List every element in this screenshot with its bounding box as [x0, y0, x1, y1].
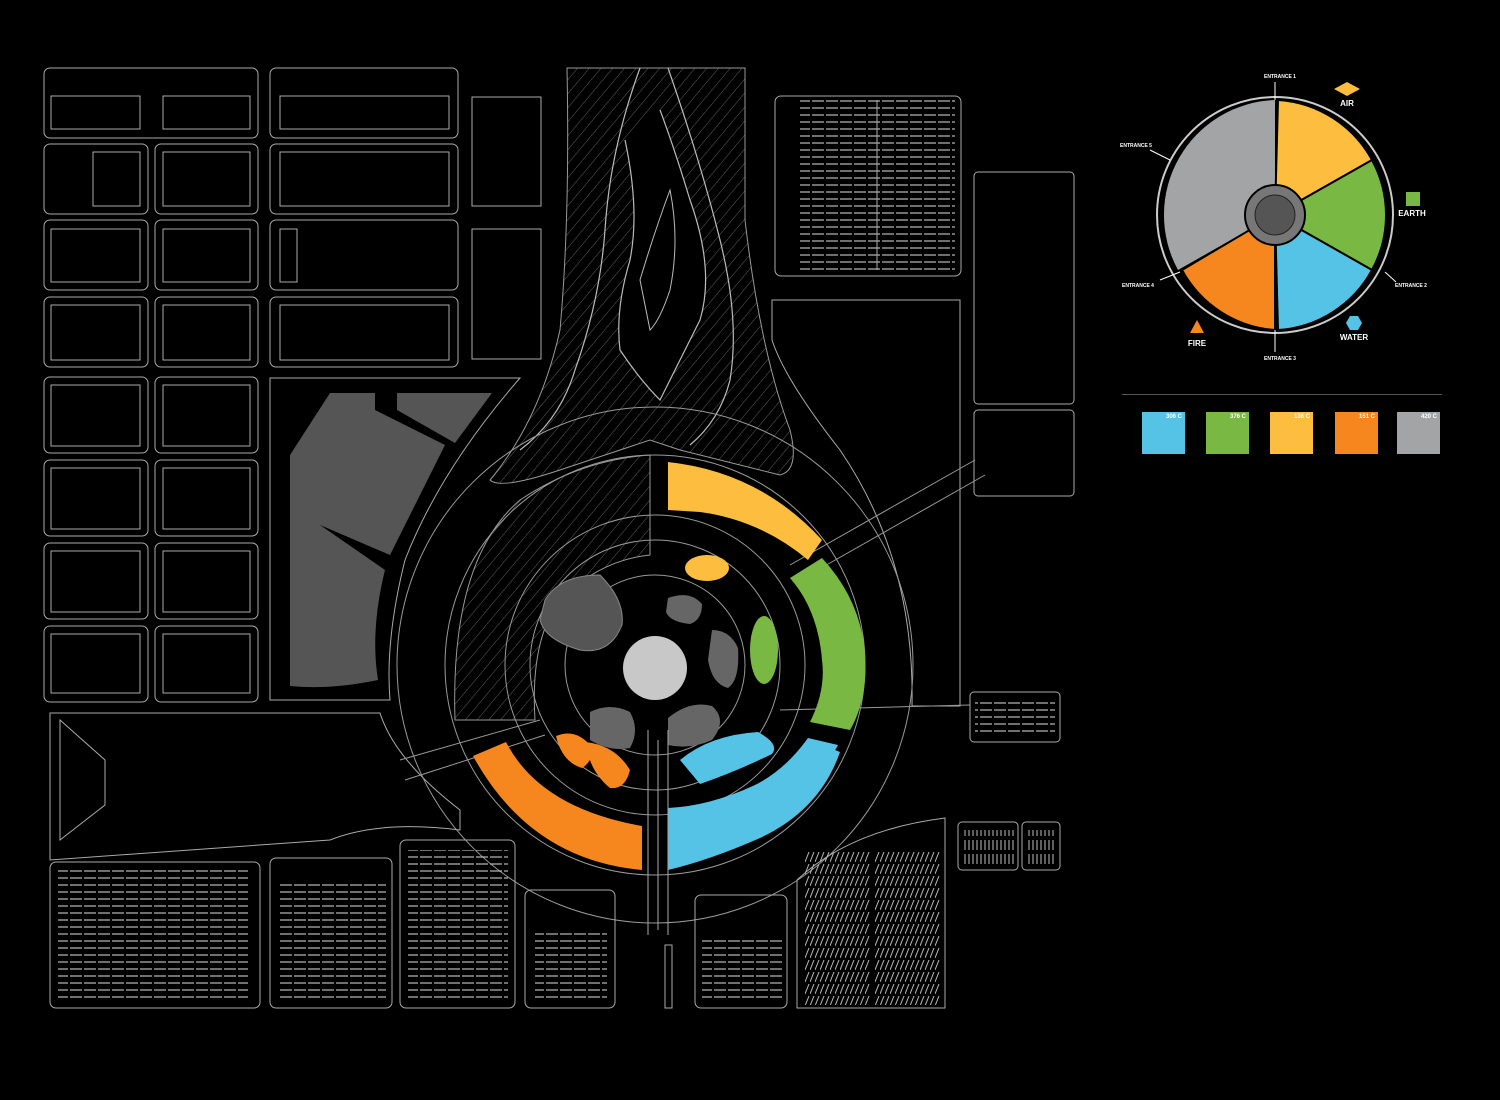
block-row	[43, 296, 459, 368]
entrance-4-label: ENTRANCE 4	[1122, 283, 1154, 289]
earth-zone-buildings	[750, 558, 866, 730]
block-row	[43, 542, 259, 620]
element-legend-wheel	[1149, 82, 1397, 352]
gray-building-left	[290, 393, 492, 688]
block-row	[43, 459, 259, 537]
legend-divider	[1122, 394, 1442, 395]
swatch-code: 420 C	[1420, 414, 1437, 420]
diamond-icon	[1334, 82, 1360, 96]
swatch-420c: 420 C	[1397, 412, 1440, 454]
block-row	[43, 376, 259, 454]
central-dome	[623, 636, 687, 700]
block-row	[43, 219, 542, 360]
swatch-306c: 306 C	[1142, 412, 1185, 454]
hexagon-icon	[1346, 316, 1362, 330]
river-park-zone	[454, 67, 794, 721]
fire-zone-buildings	[473, 733, 642, 870]
square-icon	[1406, 192, 1420, 206]
entrance-3-label: ENTRANCE 3	[1264, 356, 1296, 362]
entrance-5-label: ENTRANCE 5	[1120, 143, 1152, 149]
block-row	[43, 625, 259, 703]
water-label: WATER	[1340, 333, 1369, 342]
swatch-code: 306 C	[1165, 414, 1182, 420]
air-sector	[1273, 98, 1374, 217]
parking-lot-north	[774, 95, 962, 277]
city-blocks-left	[43, 67, 542, 861]
fire-sector	[1180, 213, 1276, 332]
swatch-code: 151 C	[1358, 414, 1375, 420]
swatch-151c: 151 C	[1335, 412, 1378, 454]
entrance-1-label: ENTRANCE 1	[1264, 74, 1296, 80]
earth-sector	[1272, 158, 1387, 272]
swatch-376c: 376 C	[1206, 412, 1249, 454]
parking-lots-south	[49, 691, 1061, 1009]
swatch-code: 376 C	[1229, 414, 1246, 420]
entrance-2-label: ENTRANCE 2	[1395, 283, 1427, 289]
water-zone-buildings	[668, 732, 840, 870]
swatch-136c: 136 C	[1270, 412, 1313, 454]
south-entrance-road	[647, 730, 673, 1009]
water-sector	[1273, 213, 1374, 332]
triangle-icon	[1190, 320, 1204, 333]
swatch-code: 136 C	[1293, 414, 1310, 420]
fire-label: FIRE	[1188, 339, 1207, 348]
air-zone-buildings	[668, 462, 822, 581]
earth-label: EARTH	[1398, 209, 1426, 218]
air-label: AIR	[1340, 99, 1354, 108]
block-east	[771, 171, 1075, 707]
central-plaza	[539, 574, 739, 749]
ring-roads	[396, 406, 986, 924]
